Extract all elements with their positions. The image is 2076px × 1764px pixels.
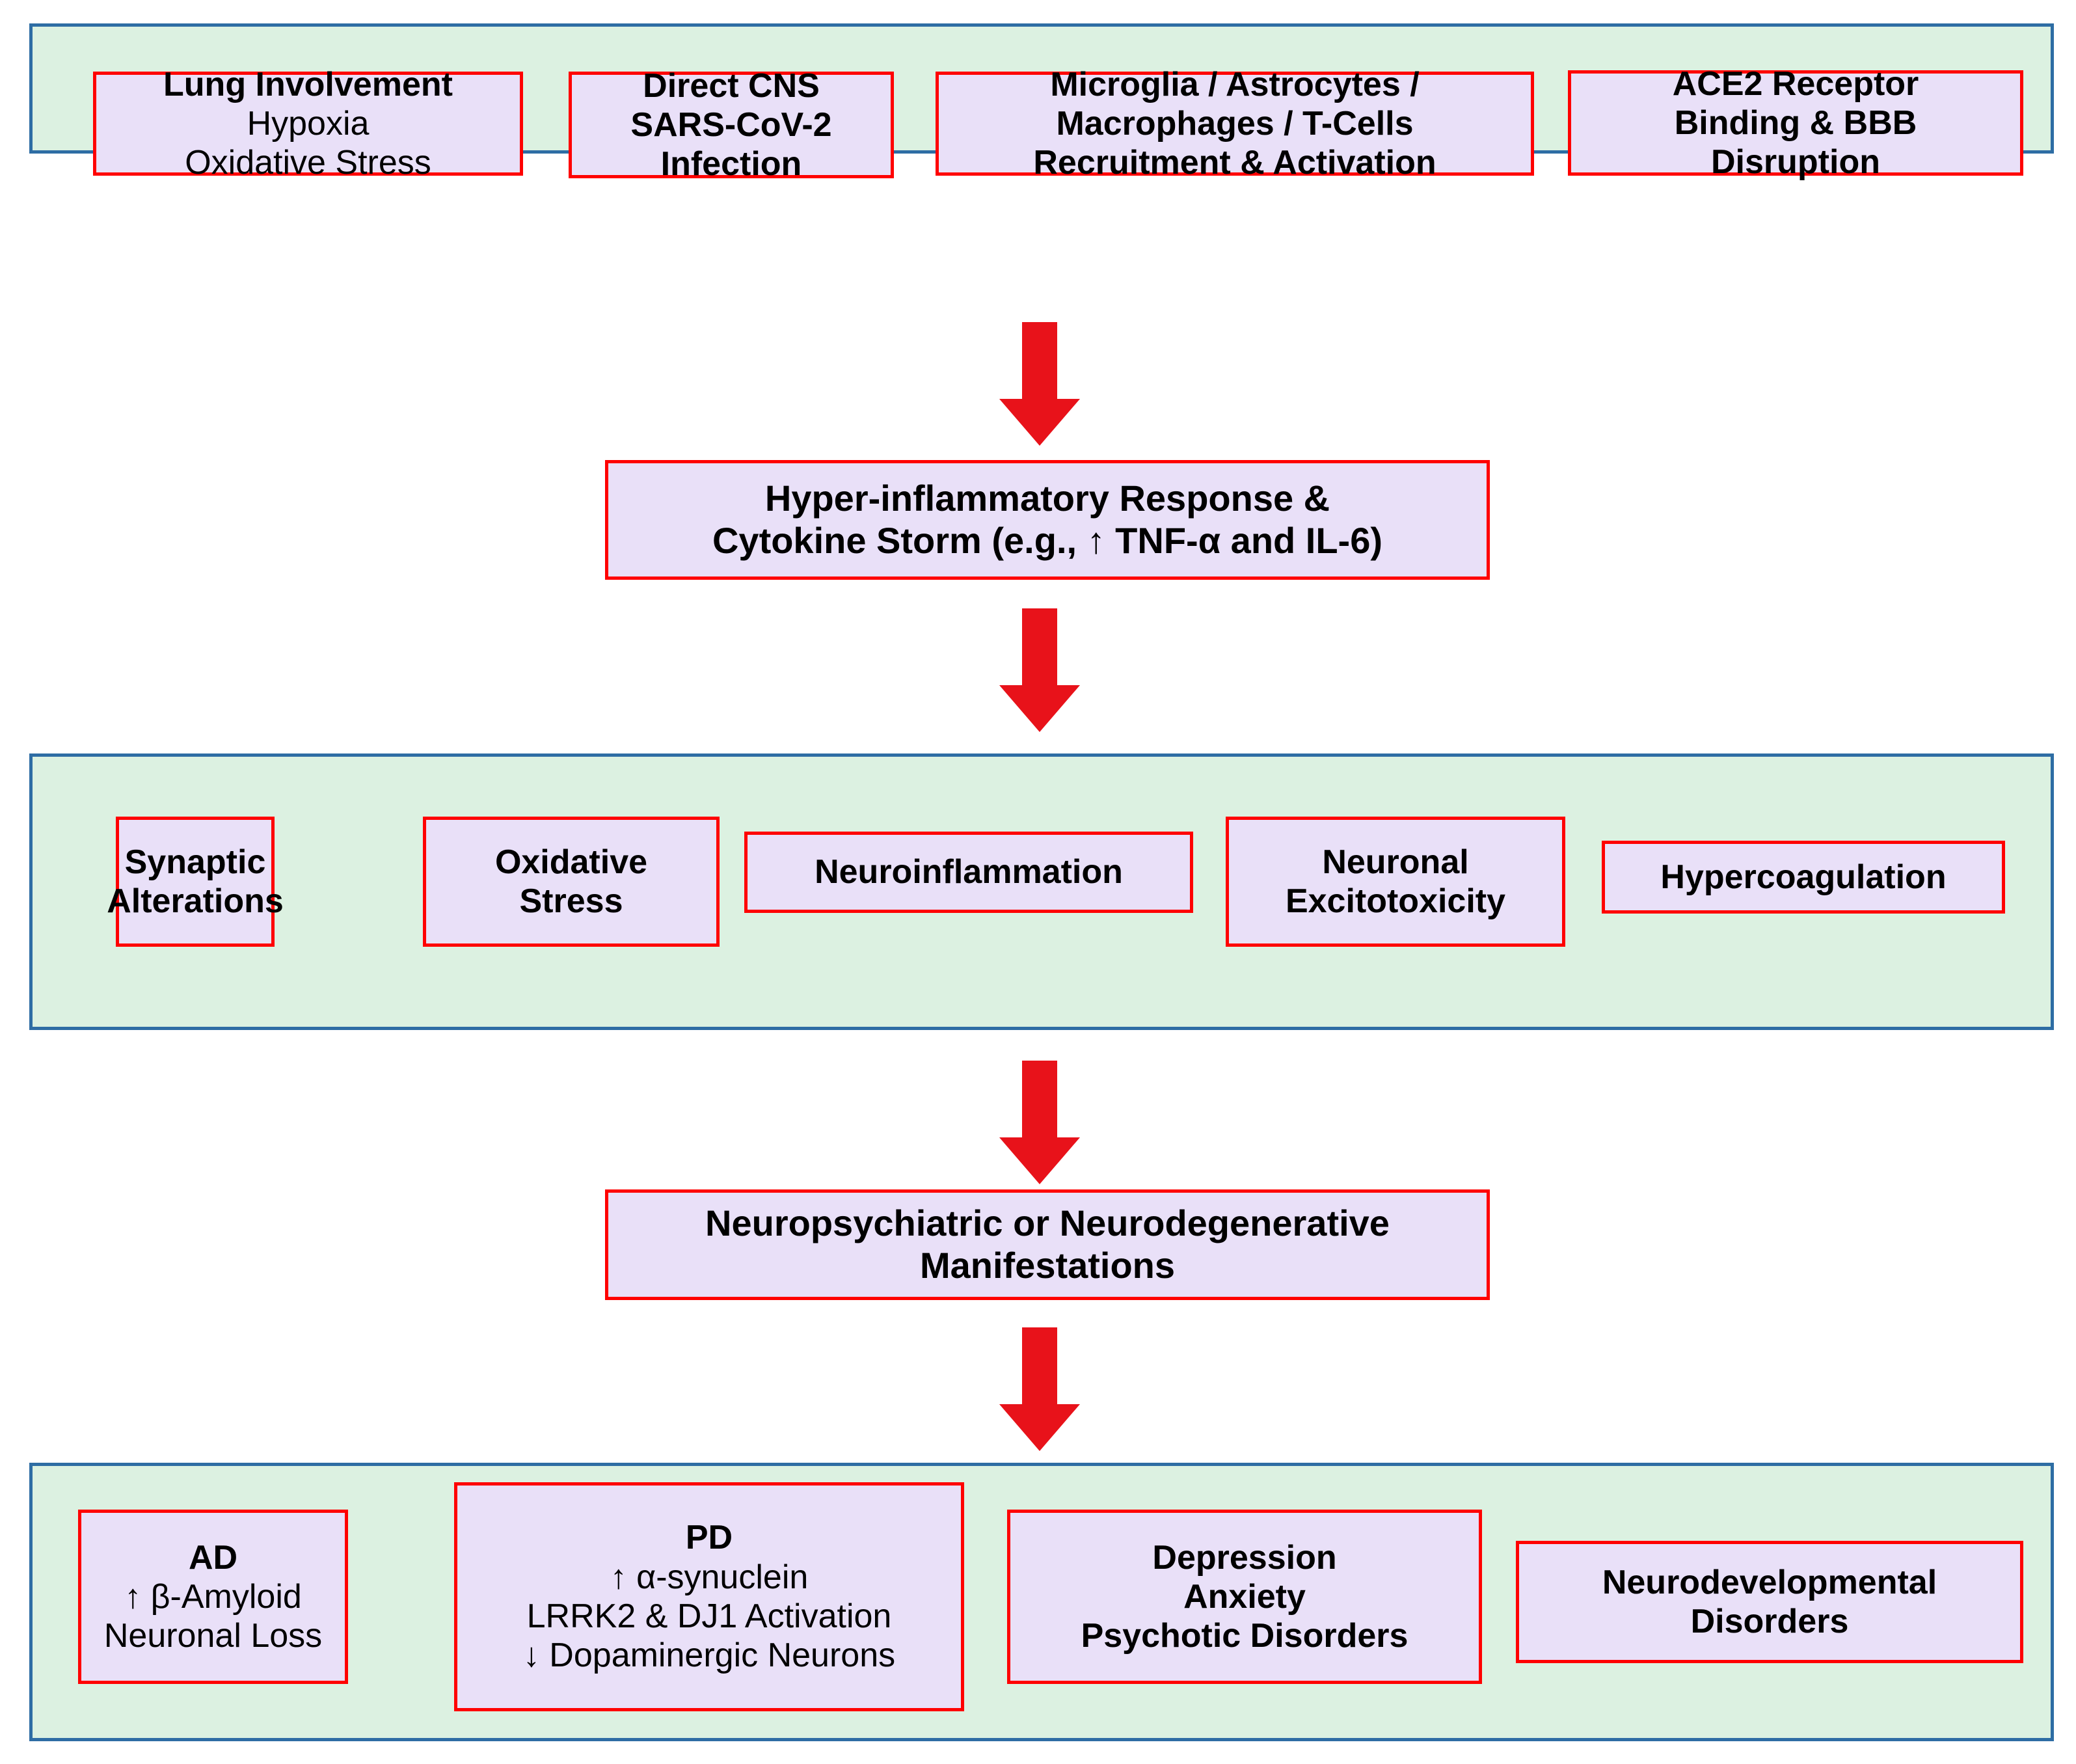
node-line: Lung Involvement (163, 65, 453, 103)
arrow-head (999, 399, 1080, 446)
node-line: Recruitment & Activation (1033, 144, 1436, 182)
node-line: Oxidative Stress (185, 144, 431, 182)
node-neurodevelopmental-disorders[interactable]: Neurodevelopmental Disorders (1516, 1541, 2023, 1663)
node-line: Hyper-inflammatory Response & (764, 478, 1330, 519)
node-alzheimers-disease[interactable]: AD ↑ β-Amyloid Neuronal Loss (78, 1510, 348, 1684)
node-line: ↑ α-synuclein (610, 1558, 809, 1596)
node-line: Neuropsychiatric or Neurodegenerative (705, 1202, 1390, 1244)
arrow-shaft (1022, 1327, 1057, 1407)
node-line: Psychotic Disorders (1081, 1617, 1409, 1655)
node-glia-recruitment-activation[interactable]: Microglia / Astrocytes / Macrophages / T… (936, 66, 1534, 182)
node-line: ↑ β-Amyloid (124, 1577, 302, 1616)
arrow-shaft (1022, 1061, 1057, 1140)
node-line: Binding & BBB (1674, 103, 1917, 142)
node-cytokine-storm[interactable]: Hyper-inflammatory Response & Cytokine S… (605, 460, 1490, 580)
node-hypercoagulation[interactable]: Hypercoagulation (1602, 841, 2005, 914)
node-synaptic-alterations[interactable]: Synaptic Alterations (107, 817, 284, 947)
node-oxidative-stress[interactable]: Oxidative Stress (423, 817, 720, 947)
node-line: Neuronal Loss (103, 1617, 323, 1655)
node-line: Neurodevelopmental (1602, 1563, 1937, 1601)
node-lung-involvement[interactable]: Lung Involvement Hypoxia Oxidative Stres… (93, 66, 523, 182)
node-line: Neuroinflammation (815, 853, 1123, 891)
node-line: Excitotoxicity (1285, 882, 1506, 920)
node-line: Synaptic (124, 843, 266, 881)
node-line: ↓ Dopaminergic Neurons (522, 1636, 896, 1675)
node-line: PD (685, 1519, 733, 1557)
node-line: Disruption (1711, 143, 1880, 182)
arrow-manifestations-to-outcomes (999, 1327, 1080, 1451)
arrow-head (999, 1137, 1080, 1184)
node-parkinsons-disease[interactable]: PD ↑ α-synuclein LRRK2 & DJ1 Activation … (454, 1482, 964, 1711)
node-line: Stress (519, 882, 623, 920)
node-line: Microglia / Astrocytes / (1050, 65, 1420, 103)
arrow-shaft (1022, 322, 1057, 401)
node-line: Anxiety (1183, 1577, 1306, 1616)
node-line: Macrophages / T-Cells (1056, 104, 1414, 142)
node-line: Hypoxia (247, 104, 370, 142)
arrow-cytokine-to-mechanisms (999, 608, 1080, 732)
node-neuropsychiatric-manifestations[interactable]: Neuropsychiatric or Neurodegenerative Ma… (605, 1189, 1490, 1300)
node-psychiatric-disorders[interactable]: Depression Anxiety Psychotic Disorders (1007, 1510, 1482, 1684)
node-line: AD (188, 1538, 238, 1577)
node-neuronal-excitotoxicity[interactable]: Neuronal Excitotoxicity (1226, 817, 1565, 947)
node-ace2-receptor-bbb-disruption[interactable]: ACE2 Receptor Binding & BBB Disruption (1568, 65, 2023, 181)
arrow-triggers-to-cytokine (999, 322, 1080, 446)
node-line: LRRK2 & DJ1 Activation (526, 1597, 892, 1635)
node-line: Neuronal (1322, 843, 1469, 881)
arrow-shaft (1022, 608, 1057, 688)
node-line: Disorders (1690, 1603, 1849, 1640)
node-line: Direct CNS (643, 66, 820, 105)
node-line: Alterations (107, 882, 284, 920)
node-direct-cns-infection[interactable]: Direct CNS SARS-CoV-2 Infection (569, 67, 894, 183)
node-line: ACE2 Receptor (1672, 64, 1919, 103)
arrow-head (999, 1404, 1080, 1451)
node-neuroinflammation[interactable]: Neuroinflammation (744, 832, 1193, 913)
node-line: Oxidative (494, 843, 648, 881)
arrow-head (999, 685, 1080, 732)
node-line: Cytokine Storm (e.g., ↑ TNF-α and IL-6) (712, 520, 1382, 561)
node-line: SARS-CoV-2 (630, 105, 832, 144)
arrow-mechanisms-to-manifestations (999, 1061, 1080, 1184)
node-line: Depression (1152, 1538, 1337, 1577)
node-line: Infection (660, 145, 802, 183)
node-line: Manifestations (919, 1245, 1176, 1286)
node-line: Hypercoagulation (1660, 858, 1947, 896)
